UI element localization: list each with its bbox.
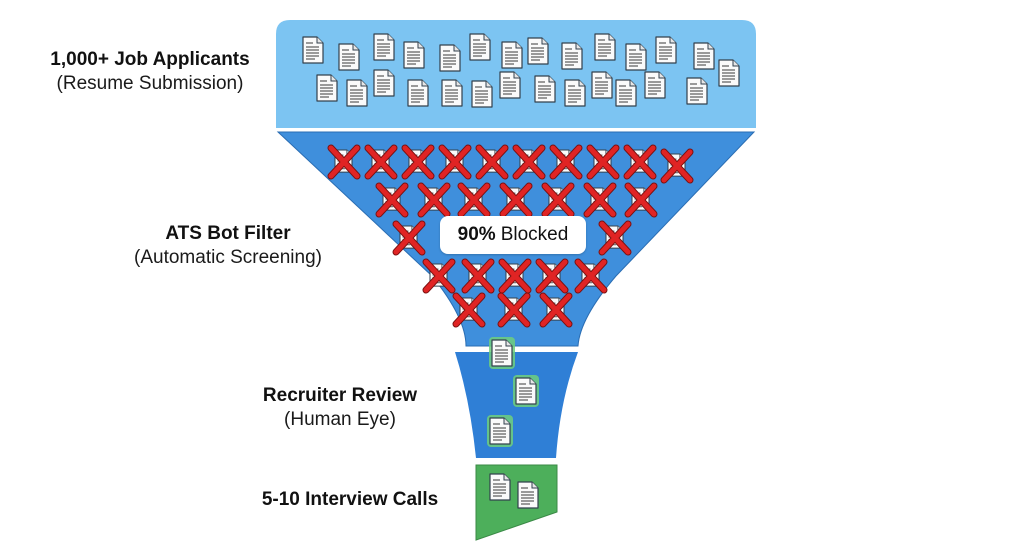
stage-title: 5-10 Interview Calls [261,489,439,510]
reviewed-documents [487,337,539,447]
document-icon [373,33,395,61]
stage-title: 1,000+ Job Applicants [50,49,250,70]
interview-document-icon [517,481,539,509]
interview-document-icon [489,473,511,501]
document-icon [561,42,583,70]
document-icon [441,79,463,107]
stage-subtitle: (Human Eye) [284,409,396,430]
document-icon [302,36,324,64]
stage-title: Recruiter Review [262,385,418,406]
document-icon [501,41,523,69]
document-icon [718,59,740,87]
document-icon [534,75,556,103]
reviewed-document-icon [491,339,513,367]
blocked-percent: 90% [457,224,496,245]
stage-subtitle: (Automatic Screening) [134,247,322,268]
document-icon [471,80,493,108]
stage-label-interview: 5-10 Interview Calls [230,488,470,512]
reviewed-document-icon [489,417,511,445]
document-icon [403,41,425,69]
stage-label-recruiter: Recruiter Review (Human Eye) [230,384,450,432]
document-icon [615,79,637,107]
stage-title: ATS Bot Filter [165,223,291,244]
document-icon [625,43,647,71]
stage-subtitle: (Resume Submission) [56,73,244,94]
document-icon [338,43,360,71]
reviewed-document-icon [515,377,537,405]
document-icon [316,74,338,102]
stage-interview-box [475,464,558,541]
document-icon [407,79,429,107]
document-icon [499,71,521,99]
document-icon [527,37,549,65]
document-icon [591,71,613,99]
document-icon [644,71,666,99]
document-icon [655,36,677,64]
document-icon [594,33,616,61]
document-icon [439,44,461,72]
document-icon [564,79,586,107]
document-icon [693,42,715,70]
document-icon [469,33,491,61]
stage-label-applicants: 1,000+ Job Applicants (Resume Submission… [20,48,280,96]
document-icon [686,77,708,105]
blocked-badge: 90% Blocked [440,216,586,254]
document-icon [346,79,368,107]
document-icon [373,69,395,97]
blocked-text: Blocked [500,224,569,245]
stage-label-ats: ATS Bot Filter (Automatic Screening) [100,222,356,270]
